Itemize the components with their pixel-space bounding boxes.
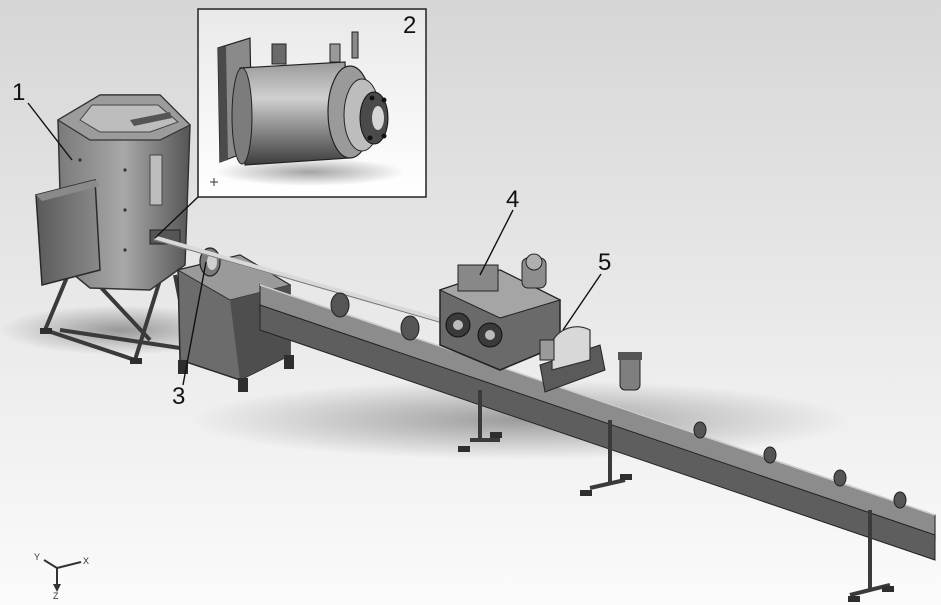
callout-4: 4 xyxy=(506,186,520,213)
leader-lines xyxy=(27,102,602,386)
saw-unit xyxy=(539,326,606,393)
end-motor xyxy=(618,352,642,391)
axis-x-label: X xyxy=(83,556,90,566)
axis-z-label: Z xyxy=(53,591,59,601)
callout-3: 3 xyxy=(172,383,186,410)
axis-triad-icon xyxy=(43,559,82,592)
pulling-unit xyxy=(438,253,562,371)
furnace-unit xyxy=(35,94,197,364)
callout-1: 1 xyxy=(12,79,26,106)
detail-inset xyxy=(197,8,427,198)
conveyor-frame xyxy=(259,284,936,602)
axis-y-label: Y xyxy=(34,552,41,562)
callout-5: 5 xyxy=(598,249,612,276)
callout-2: 2 xyxy=(403,12,417,39)
